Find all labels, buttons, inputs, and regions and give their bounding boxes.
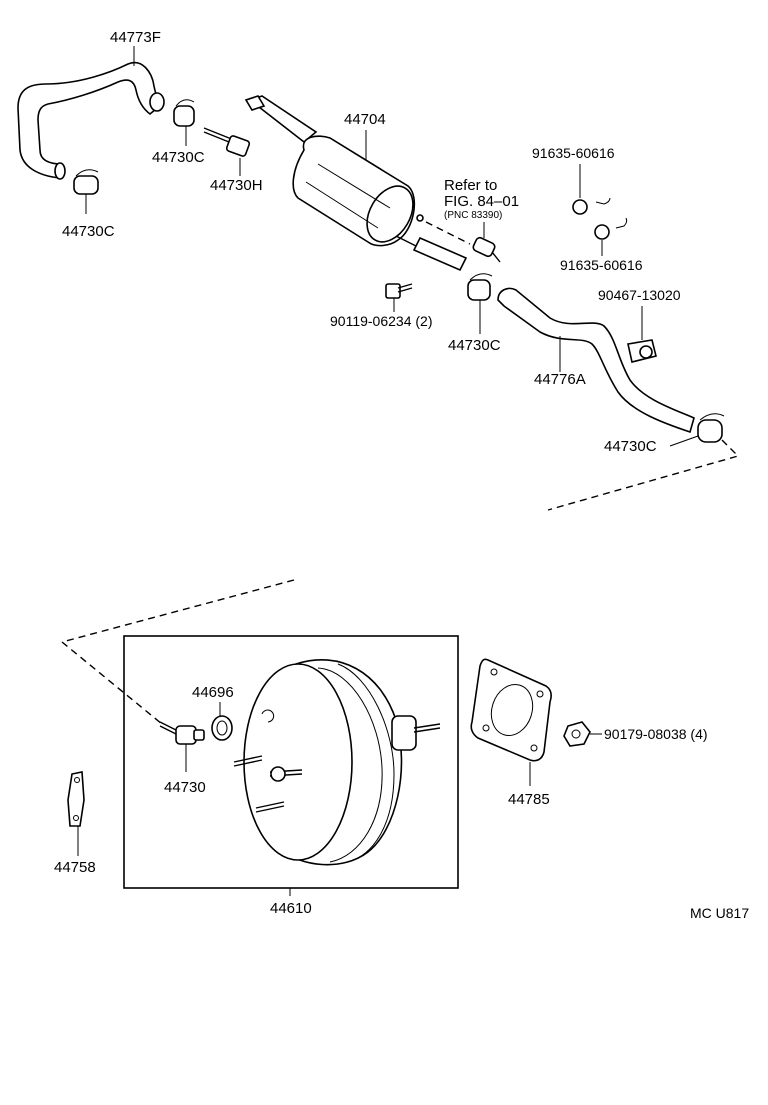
- label-90179: 90179-08038 (4): [604, 726, 708, 742]
- label-44730C-mid: 44730C: [448, 337, 501, 354]
- label-90119: 90119-06234 (2): [330, 313, 432, 329]
- clamp-44730C-upper: [173, 99, 195, 146]
- label-44730C-upper: 44730C: [152, 149, 205, 166]
- label-44758: 44758: [54, 859, 96, 876]
- brake-booster-body: [233, 659, 441, 866]
- booster-assembly-frame: [123, 635, 459, 889]
- label-44776A: 44776A: [534, 371, 586, 388]
- label-44773F: 44773F: [110, 29, 161, 46]
- vacuum-tank-44704: [244, 95, 468, 272]
- label-44785: 44785: [508, 791, 550, 808]
- dashed-link-left: [61, 579, 295, 643]
- clip-91635-upper: [572, 197, 611, 215]
- fitting-44730: [159, 721, 205, 772]
- label-44730C-right: 44730C: [604, 438, 657, 455]
- refer-line3: (PNC 83390): [444, 210, 502, 221]
- refer-line2: FIG. 84–01: [444, 193, 519, 210]
- clip-90467: [627, 339, 657, 363]
- leader-44730C-right: [669, 435, 699, 447]
- dashed-link-valve: [425, 221, 471, 245]
- bolt-90119: [385, 283, 413, 312]
- label-44704: 44704: [344, 111, 386, 128]
- check-valve: [472, 236, 501, 263]
- label-91635-upper: 91635-60616: [532, 145, 615, 161]
- clamp-44730C-mid: [467, 273, 493, 334]
- grommet-44696: [211, 715, 233, 741]
- label-91635-lower: 91635-60616: [560, 257, 643, 273]
- hose-44773F: [17, 61, 165, 180]
- clamp-44730C-right: [697, 413, 725, 443]
- label-44730: 44730: [164, 779, 206, 796]
- clip-91635-lower: [594, 217, 628, 240]
- bracket-44758: [67, 771, 85, 856]
- label-90467: 90467-13020: [598, 287, 681, 303]
- label-44730H: 44730H: [210, 177, 263, 194]
- label-44696: 44696: [192, 684, 234, 701]
- nut-90179: [563, 721, 602, 747]
- clamp-44730C-left: [73, 169, 99, 214]
- gasket-44785: [470, 658, 552, 786]
- label-44610: 44610: [270, 900, 312, 917]
- label-44730C-left: 44730C: [62, 223, 115, 240]
- illustration-code: MC U817: [690, 905, 749, 921]
- union-44730H: [203, 127, 251, 176]
- refer-line1: Refer to: [444, 177, 497, 194]
- dashed-link-down: [61, 641, 163, 725]
- hose-44776A: [497, 287, 695, 434]
